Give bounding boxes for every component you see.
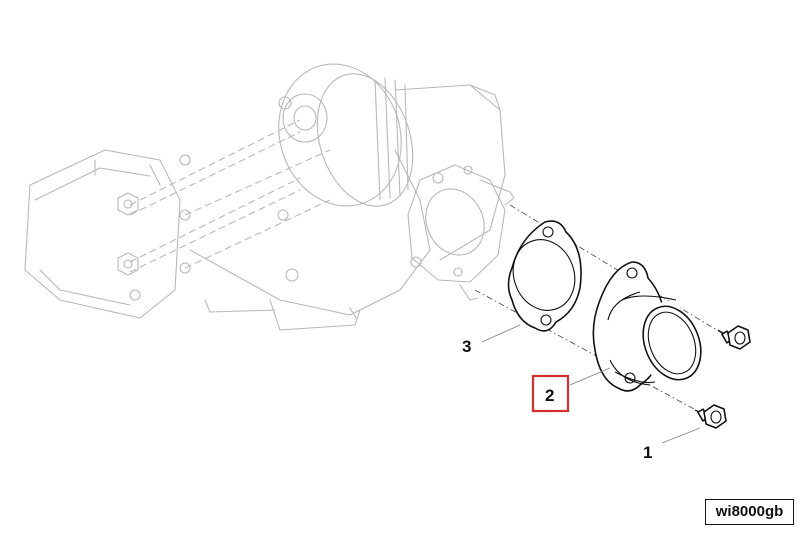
callout-label-2[interactable]: 2 [545, 386, 554, 405]
engine-housing-ghost [24, 63, 515, 331]
gasket-part [507, 220, 582, 332]
leader-lines [481, 324, 701, 444]
callout-2-highlight [531, 374, 570, 413]
water-outlet-pipe-part [592, 261, 702, 392]
callout-label-1[interactable]: 1 [643, 443, 652, 462]
reference-code-label: wi8000gb [705, 499, 794, 525]
housing-flange-ghost [407, 164, 515, 301]
bolt-part-upper [717, 325, 751, 350]
callout-label-3[interactable]: 3 [462, 337, 471, 356]
pulley-ghost [278, 63, 414, 207]
bolt-part-lower [694, 404, 727, 429]
